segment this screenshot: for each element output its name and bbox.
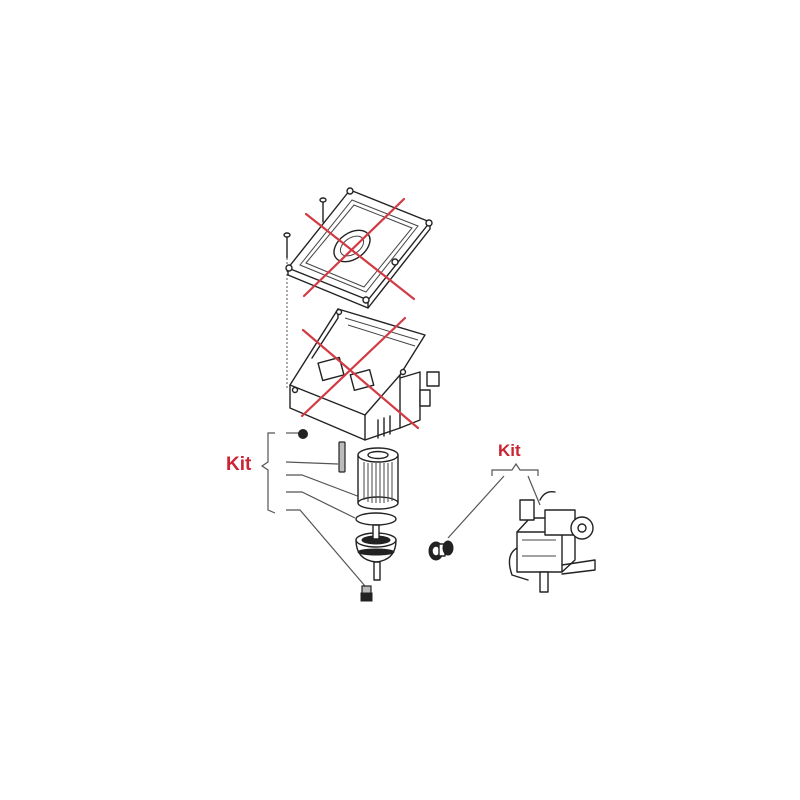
nut <box>298 429 308 439</box>
filter-cartridge <box>357 447 399 510</box>
housing-box <box>289 308 440 441</box>
kit-left-leaders <box>285 432 366 587</box>
connector-sleeve <box>428 540 454 561</box>
kit-right-brace <box>447 462 541 539</box>
valve-assembly <box>508 490 596 593</box>
kit-label-left: Kit <box>226 454 252 475</box>
drain-plug <box>360 585 373 602</box>
kit-label-right: Kit <box>498 441 521 460</box>
cover-screw-1 <box>319 197 327 223</box>
filter-bowl <box>355 524 397 581</box>
cover-screw-2 <box>283 232 291 390</box>
housing-cover <box>285 187 433 309</box>
bolt <box>338 441 346 473</box>
kit-left-brace <box>260 432 276 514</box>
o-ring <box>355 512 397 526</box>
